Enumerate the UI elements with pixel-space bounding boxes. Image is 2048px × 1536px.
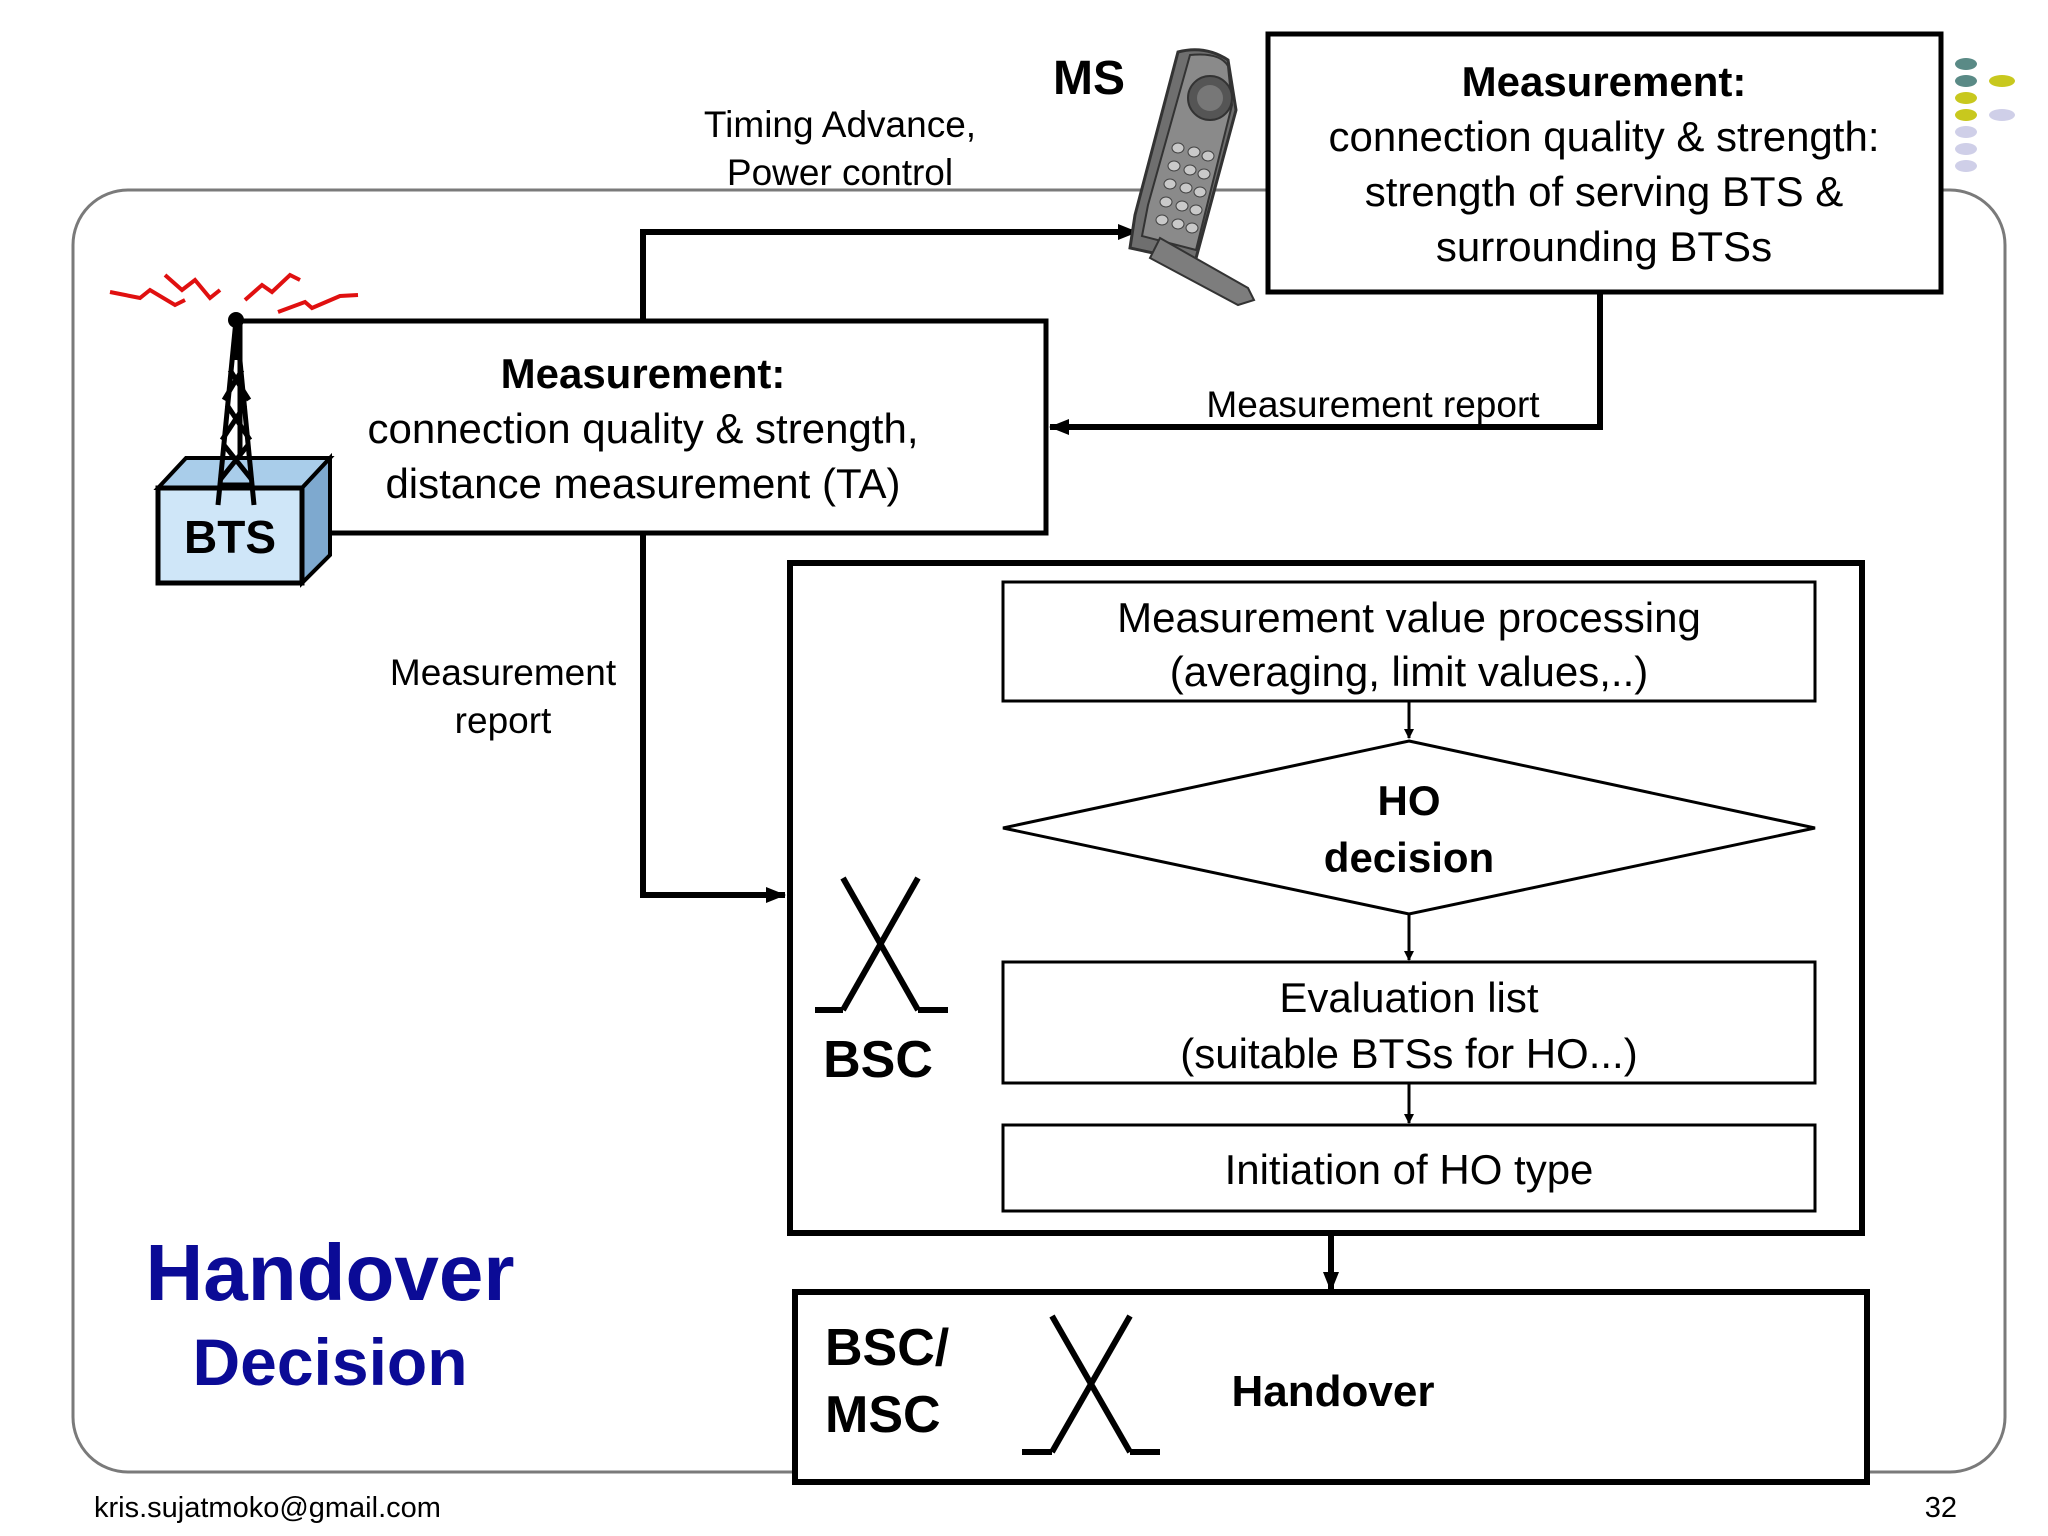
bts-measurement-title: Measurement: bbox=[501, 350, 786, 397]
step-initiation-label: Initiation of HO type bbox=[1225, 1146, 1594, 1193]
ms-measurement-line3: surrounding BTSs bbox=[1436, 223, 1772, 270]
page-number: 32 bbox=[1925, 1492, 1957, 1524]
step-initiation-box bbox=[1001, 1123, 1817, 1213]
footer-email: kris.sujatmoko@gmail.com bbox=[94, 1492, 441, 1524]
timing-advance-label-line1: Timing Advance, bbox=[704, 104, 976, 145]
arrow-timing-advance bbox=[640, 224, 1138, 321]
ms-measurement-box bbox=[1265, 31, 1944, 295]
bts-measurement-report-label-line2: report bbox=[455, 700, 552, 741]
step-decision-line1: HO bbox=[1378, 777, 1441, 824]
bsc-msc-handover-label: Handover bbox=[1232, 1367, 1435, 1416]
switch-x-icon bbox=[1022, 1314, 1160, 1455]
step-processing-line2: (averaging, limit values,..) bbox=[1170, 648, 1649, 695]
slide-title-line1: Handover bbox=[146, 1228, 515, 1317]
bsc-msc-label-line2: MSC bbox=[825, 1386, 941, 1444]
step-evaluation-line2: (suitable BTSs for HO...) bbox=[1180, 1030, 1637, 1077]
timing-advance-label-line2: Power control bbox=[727, 152, 953, 193]
ms-measurement-line1: connection quality & strength: bbox=[1328, 113, 1879, 160]
bsc-msc-box bbox=[792, 1289, 1870, 1485]
ms-measurement-title: Measurement: bbox=[1462, 58, 1747, 105]
switch-x-icon bbox=[815, 876, 948, 1013]
mobile-phone-icon bbox=[1128, 48, 1256, 307]
arrow-ms-measurement-report bbox=[1049, 292, 1603, 435]
decorative-dots bbox=[1955, 58, 2015, 172]
step-processing-box bbox=[1001, 580, 1817, 703]
slide-title-line2: Decision bbox=[192, 1325, 467, 1399]
bts-measurement-line2: distance measurement (TA) bbox=[385, 460, 900, 507]
bsc-label: BSC bbox=[823, 1031, 933, 1089]
bts-measurement-box bbox=[237, 318, 1049, 536]
arrow-bts-measurement-report bbox=[640, 533, 786, 903]
bts-measurement-report-label-line1: Measurement bbox=[390, 652, 617, 693]
step-decision-line2: decision bbox=[1324, 834, 1494, 881]
antenna-tower-icon bbox=[109, 272, 359, 588]
bts-label: BTS bbox=[184, 511, 276, 563]
ms-measurement-report-label: Measurement report bbox=[1206, 384, 1540, 425]
ms-measurement-line2: strength of serving BTS & bbox=[1365, 168, 1844, 215]
step-processing-line1: Measurement value processing bbox=[1117, 594, 1701, 641]
bsc-msc-label-line1: BSC/ bbox=[825, 1319, 949, 1377]
ms-label: MS bbox=[1053, 52, 1125, 105]
step-evaluation-line1: Evaluation list bbox=[1279, 974, 1538, 1021]
bts-measurement-line1: connection quality & strength, bbox=[367, 405, 918, 452]
